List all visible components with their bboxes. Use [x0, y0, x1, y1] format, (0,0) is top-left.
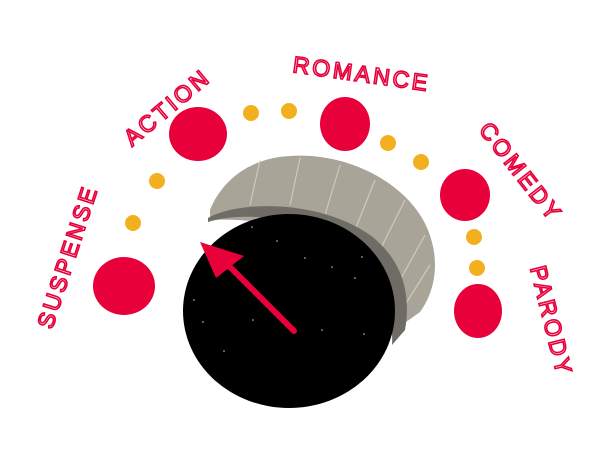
- position-dot-suspense[interactable]: [93, 257, 155, 315]
- position-dots: [93, 97, 502, 338]
- tick-dot: [469, 260, 485, 276]
- label-suspense: SUSPENSE: [32, 182, 103, 332]
- position-dot-romance[interactable]: [320, 97, 370, 151]
- knob-icon[interactable]: [183, 155, 435, 408]
- position-dot-action[interactable]: [169, 107, 227, 161]
- tick-dot: [466, 229, 482, 245]
- label-romance: ROMANCE: [291, 51, 432, 96]
- tick-dot: [413, 154, 429, 170]
- label-comedy: COMEDY: [474, 117, 568, 227]
- tick-dot: [125, 215, 141, 231]
- pointer-arrow-icon: [200, 242, 297, 334]
- tick-dot: [149, 173, 165, 189]
- tick-dot: [243, 105, 259, 121]
- tick-dot: [281, 103, 297, 119]
- tick-dots: [125, 103, 485, 276]
- position-dot-parody[interactable]: [454, 284, 502, 338]
- knob-face: [183, 214, 395, 408]
- tick-dot: [380, 135, 396, 151]
- position-dot-comedy[interactable]: [440, 169, 490, 221]
- label-parody: PARODY: [525, 263, 578, 379]
